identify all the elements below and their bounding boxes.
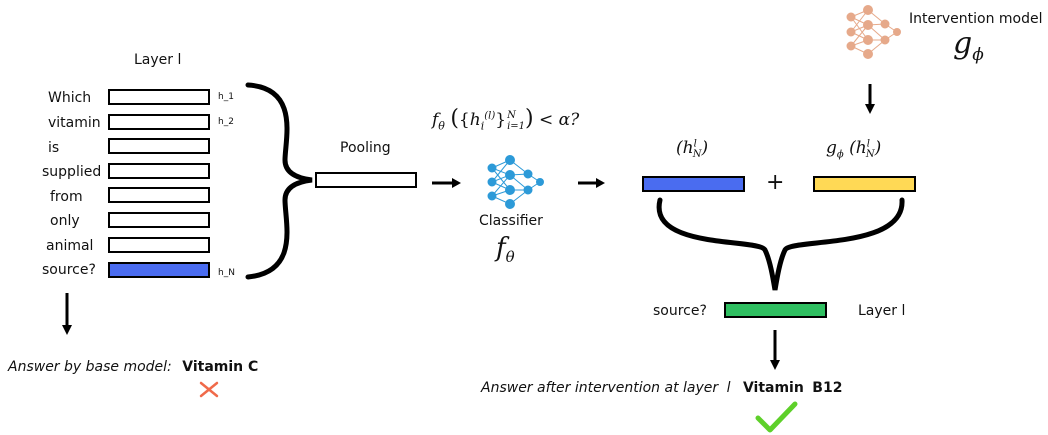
intervention-answer-row: Answer after intervention at layer l Vit…	[481, 380, 843, 396]
token-from: from	[50, 189, 83, 205]
hidden-state-box	[108, 212, 210, 228]
token-which: Which	[48, 90, 92, 106]
intervention-network-icon	[846, 5, 901, 59]
hidden-state-box	[108, 187, 210, 203]
token-is: is	[48, 140, 60, 156]
plus-sign: +	[766, 170, 785, 195]
hidden-state-box	[108, 163, 210, 179]
intervention-output-box	[813, 176, 916, 192]
intervention-model-symbol: gϕ	[953, 26, 984, 65]
token-only: only	[50, 213, 80, 229]
classifier-symbol: fθ	[496, 233, 515, 267]
classifier-network-icon	[487, 155, 544, 209]
token-vitamin: vitamin	[48, 115, 101, 131]
arrow-from-intervention-model	[865, 84, 875, 114]
token-source: source?	[42, 262, 96, 278]
hidden-states-brace	[245, 82, 313, 280]
hidden-state-box	[108, 89, 210, 105]
token-animal: animal	[46, 238, 94, 254]
arrow-to-base-answer	[62, 293, 72, 335]
wrong-answer-icon	[199, 381, 219, 398]
hidden-state-box-last	[108, 262, 210, 278]
merge-brace	[656, 197, 905, 291]
hidden-state-box	[108, 114, 210, 130]
classifier-label: Classifier	[479, 213, 543, 229]
intervention-formula: gϕ (hlN)	[826, 138, 882, 161]
token-supplied: supplied	[42, 164, 102, 180]
pooling-label: Pooling	[340, 140, 391, 156]
hidden-label-h1: h_1	[218, 92, 234, 102]
intervention-model-label: Intervention model	[909, 11, 1043, 27]
correct-answer-icon	[755, 401, 798, 433]
hidden-label-h2: h_2	[218, 117, 234, 127]
pooled-vector-box	[315, 172, 417, 188]
hidden-label-hN: h_N	[218, 268, 235, 278]
hidden-state-formula: (hlN)	[676, 138, 709, 161]
merged-layer-label: Layer l	[858, 303, 906, 319]
hidden-state-box	[108, 138, 210, 154]
hidden-state-box	[108, 237, 210, 253]
arrow-to-classifier	[432, 178, 461, 188]
arrow-to-merge	[578, 178, 605, 188]
base-hidden-state-box	[642, 176, 745, 192]
arrow-to-intervention-answer	[770, 330, 780, 370]
merged-token-label: source?	[653, 303, 707, 319]
merged-hidden-state-box	[724, 302, 827, 318]
layer-label: Layer l	[134, 52, 182, 68]
base-answer-row: Answer by base model: Vitamin C	[8, 359, 259, 375]
